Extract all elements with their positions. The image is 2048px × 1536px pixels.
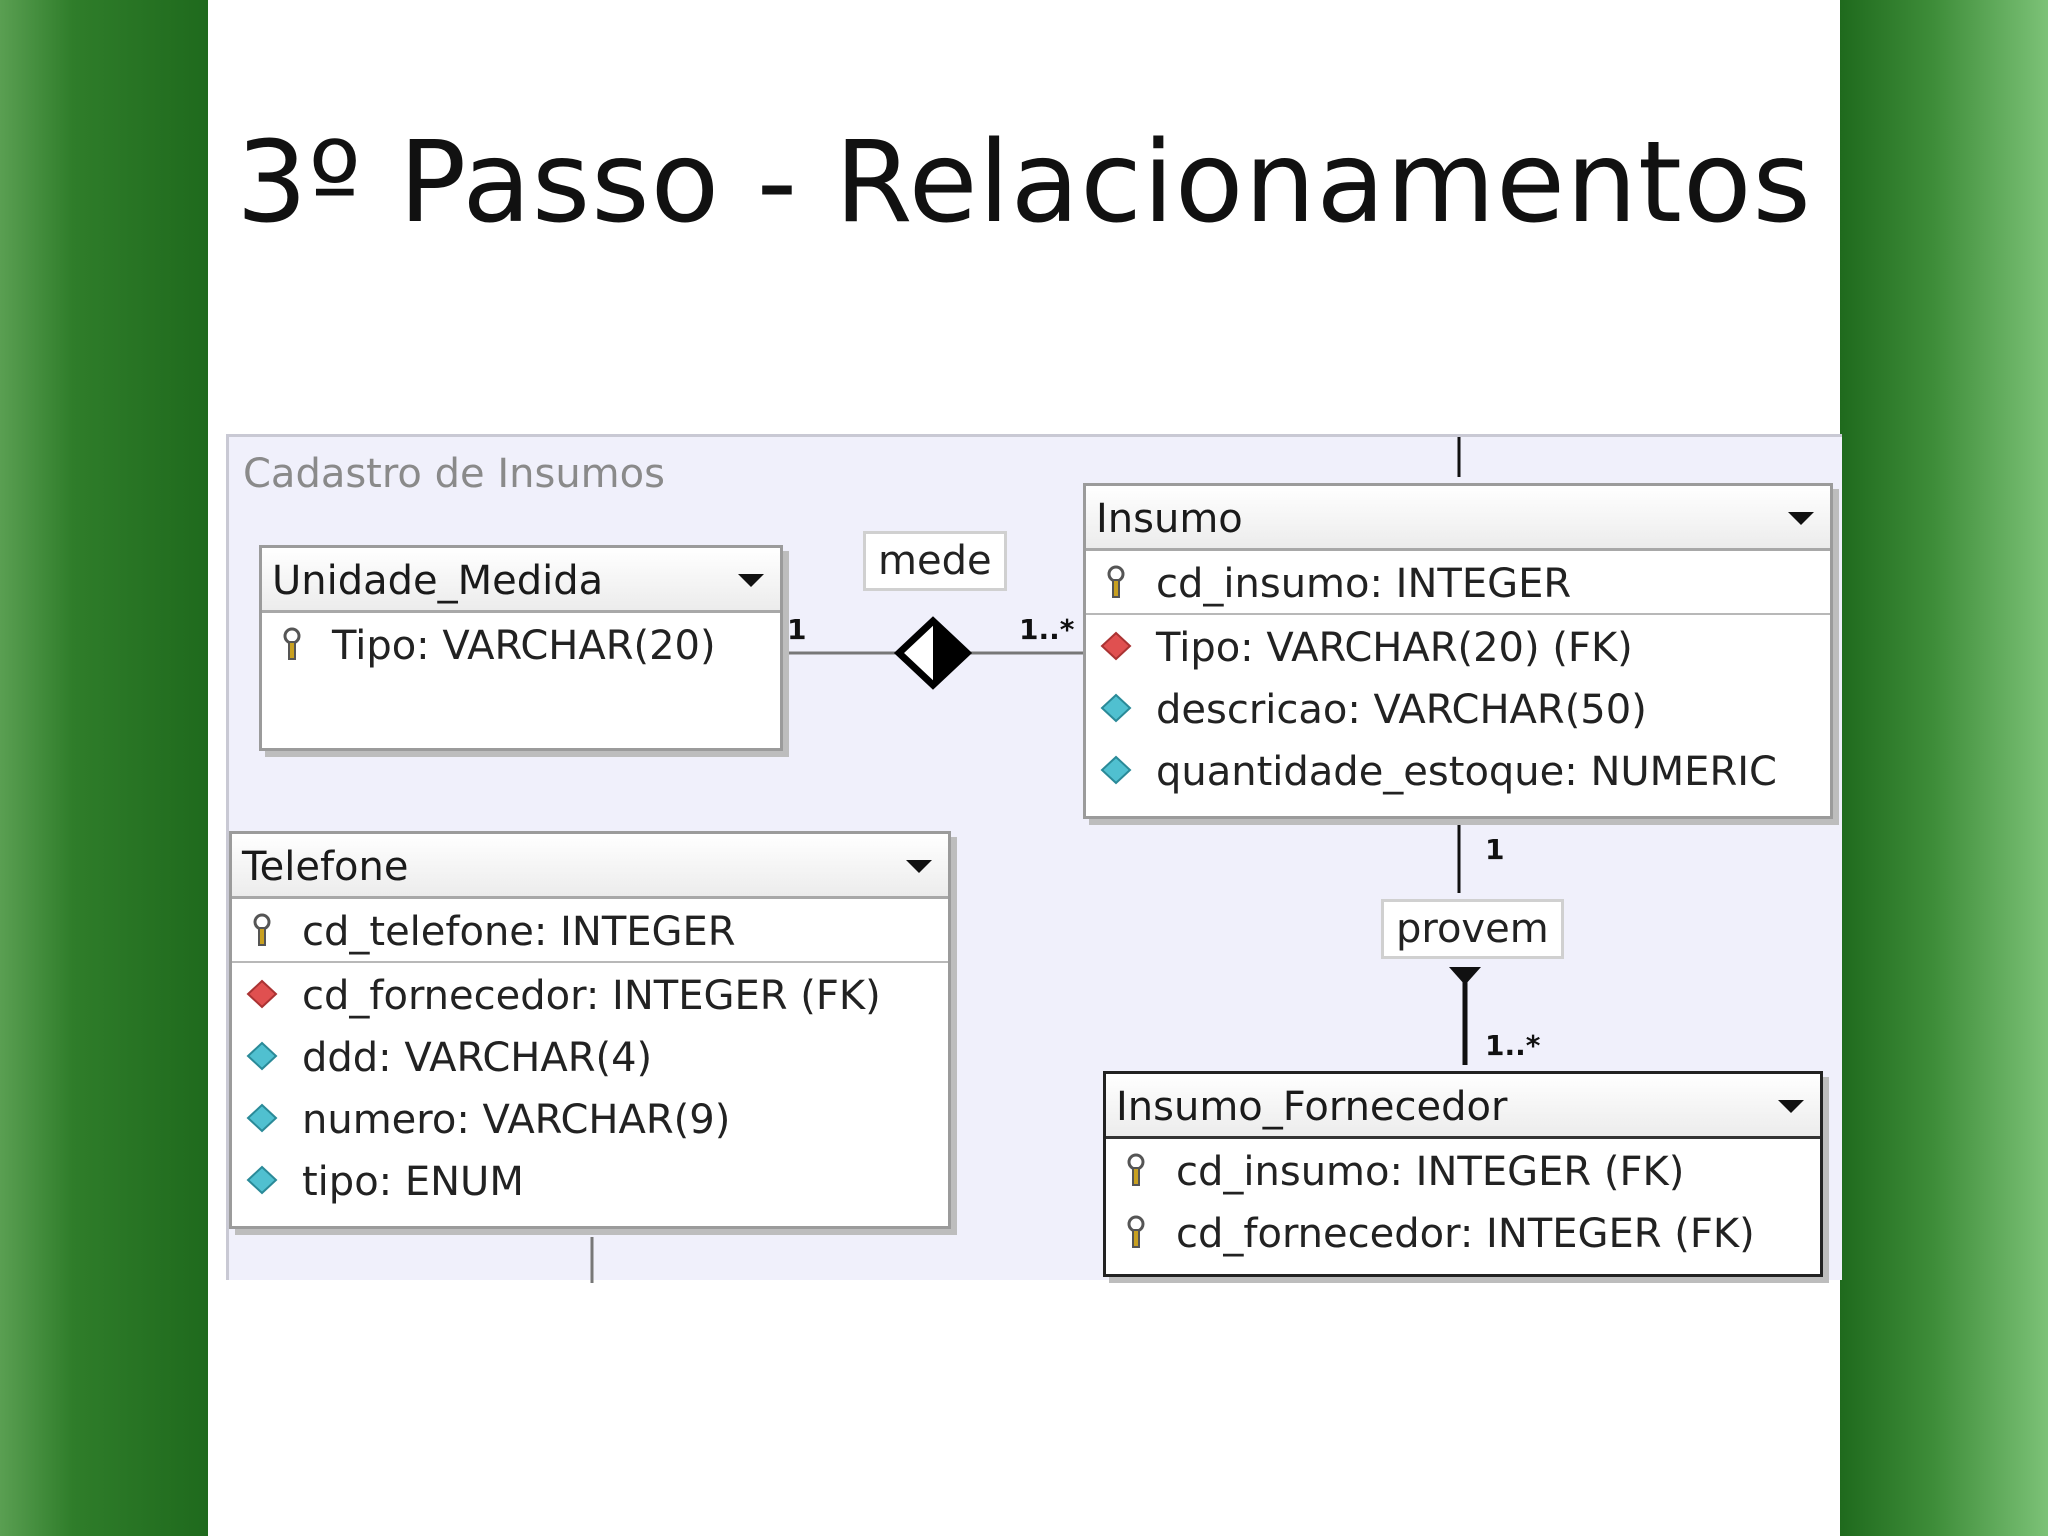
cyan-diamond-icon — [246, 1165, 278, 1195]
key-icon — [253, 913, 271, 946]
table-name: Insumo_Fornecedor — [1116, 1084, 1508, 1130]
column-row: cd_insumo: INTEGER — [1086, 551, 1830, 615]
slide-title: 3º Passo - Relacionamentos — [236, 118, 1812, 248]
column-row: cd_telefone: INTEGER — [232, 899, 948, 963]
package-label: Cadastro de Insumos — [243, 451, 665, 497]
column-row: numero: VARCHAR(9) — [232, 1087, 948, 1149]
red-diamond-icon — [1100, 631, 1132, 661]
column-row: Tipo: VARCHAR(20) (FK) — [1086, 615, 1830, 677]
key-icon — [1107, 565, 1125, 598]
column-row: cd_insumo: INTEGER (FK) — [1106, 1139, 1820, 1201]
key-icon — [1127, 1215, 1145, 1248]
key-icon — [283, 627, 301, 660]
column-text: ddd: VARCHAR(4) — [302, 1035, 653, 1081]
chevron-down-icon[interactable] — [906, 860, 932, 873]
multiplicity-bottom: 1..* — [1485, 1029, 1541, 1062]
chevron-down-icon[interactable] — [738, 574, 764, 587]
multiplicity-top: 1 — [1485, 833, 1505, 866]
mede-diamond-fill — [933, 621, 967, 685]
column-text: cd_telefone: INTEGER — [302, 909, 736, 955]
column-text: Tipo: VARCHAR(20) (FK) — [1156, 625, 1633, 671]
column-text: Tipo: VARCHAR(20) — [332, 623, 716, 669]
column-row: descricao: VARCHAR(50) — [1086, 677, 1830, 739]
column-text: cd_fornecedor: INTEGER (FK) — [302, 973, 881, 1019]
table-unidade-medida[interactable]: Unidade_Medida Tipo: VARCHAR(20) — [259, 545, 783, 751]
cyan-diamond-icon — [246, 1103, 278, 1133]
column-row: tipo: ENUM — [232, 1149, 948, 1211]
column-row: cd_fornecedor: INTEGER (FK) — [1106, 1201, 1820, 1263]
cyan-diamond-icon — [1100, 755, 1132, 785]
table-name: Unidade_Medida — [272, 558, 604, 604]
red-diamond-icon — [246, 979, 278, 1009]
table-insumo-fornecedor[interactable]: Insumo_Fornecedor cd_insumo: INTEGER (FK… — [1103, 1071, 1823, 1277]
column-text: quantidade_estoque: NUMERIC — [1156, 749, 1777, 795]
multiplicity-right: 1..* — [1019, 613, 1075, 646]
relationship-label-mede: mede — [863, 531, 1007, 591]
table-name: Telefone — [242, 844, 409, 890]
table-name: Insumo — [1096, 496, 1243, 542]
table-header: Telefone — [232, 834, 948, 899]
column-text: numero: VARCHAR(9) — [302, 1097, 731, 1143]
column-text: cd_insumo: INTEGER (FK) — [1176, 1149, 1685, 1195]
chevron-down-icon[interactable] — [1788, 512, 1814, 525]
cyan-diamond-icon — [1100, 693, 1132, 723]
column-row: cd_fornecedor: INTEGER (FK) — [232, 963, 948, 1025]
column-text: cd_insumo: INTEGER — [1156, 561, 1572, 607]
er-diagram: Cadastro de Insumos Unidade_Medida Tipo:… — [226, 434, 1842, 1283]
relationship-label-provem: provem — [1381, 899, 1564, 959]
table-insumo[interactable]: Insumo cd_insumo: INTEGER Tipo: VARCHAR(… — [1083, 483, 1833, 819]
right-green-sidebar — [1840, 0, 2048, 1536]
provem-arrow-icon — [1449, 967, 1481, 985]
column-row: ddd: VARCHAR(4) — [232, 1025, 948, 1087]
table-header: Insumo_Fornecedor — [1106, 1074, 1820, 1139]
table-header: Unidade_Medida — [262, 548, 780, 613]
key-icon — [1127, 1153, 1145, 1186]
cyan-diamond-icon — [246, 1041, 278, 1071]
column-row: Tipo: VARCHAR(20) — [262, 613, 780, 675]
column-text: descricao: VARCHAR(50) — [1156, 687, 1647, 733]
relationship-lines — [590, 437, 1481, 1283]
column-row: quantidade_estoque: NUMERIC — [1086, 739, 1830, 801]
chevron-down-icon[interactable] — [1778, 1100, 1804, 1113]
column-text: tipo: ENUM — [302, 1159, 524, 1205]
table-telefone[interactable]: Telefone cd_telefone: INTEGER cd_fornece… — [229, 831, 951, 1229]
left-green-sidebar — [0, 0, 208, 1536]
multiplicity-left: 1 — [787, 613, 807, 646]
table-header: Insumo — [1086, 486, 1830, 551]
column-text: cd_fornecedor: INTEGER (FK) — [1176, 1211, 1755, 1257]
